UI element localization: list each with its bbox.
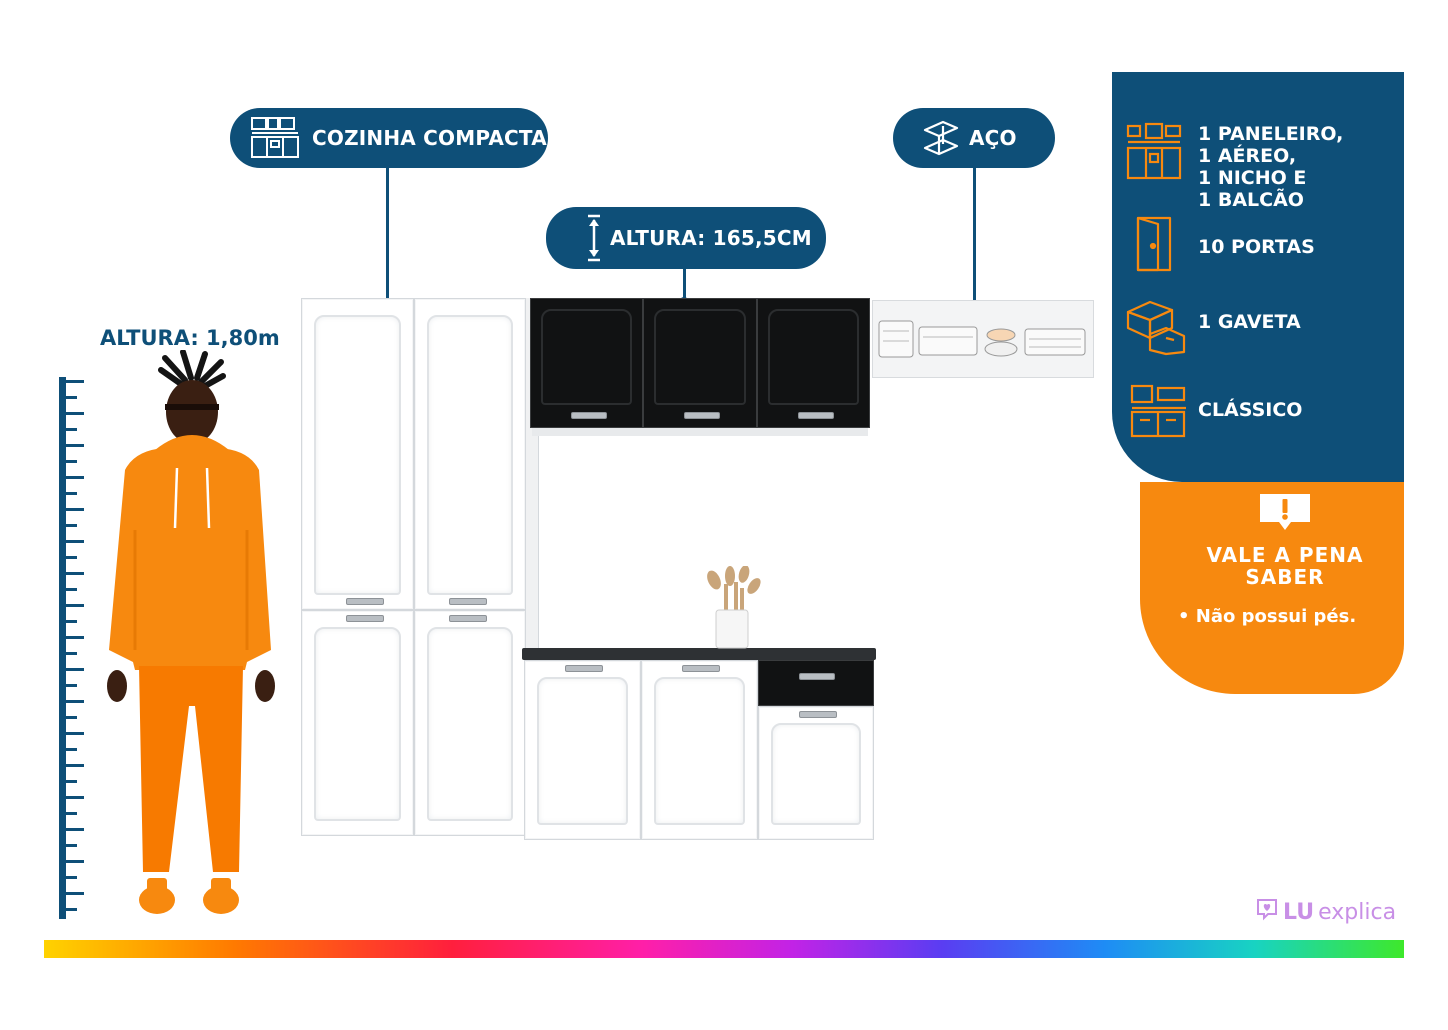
storage-jars xyxy=(878,320,1086,358)
base-cabinet-door-2 xyxy=(641,660,758,840)
ruler-tick xyxy=(66,732,84,735)
ruler-tick xyxy=(66,844,77,847)
person-height-label: ALTURA: 1,80m xyxy=(100,326,280,350)
feature-doors: 10 PORTAS xyxy=(1198,236,1315,258)
tip-text: • Não possui pés. xyxy=(1178,606,1357,627)
ruler-tick xyxy=(66,412,84,415)
ruler-tick xyxy=(66,444,84,447)
ruler-tick xyxy=(66,780,77,783)
pantry-door-bottom-left xyxy=(301,610,414,836)
steel-beam-icon xyxy=(921,118,961,158)
brand-logo: LU explica xyxy=(1255,897,1396,927)
brand-prefix: LU xyxy=(1283,899,1315,925)
ruler-tick xyxy=(66,588,77,591)
classic-style-icon xyxy=(1130,384,1186,438)
height-arrow-icon xyxy=(586,214,602,262)
kitchen-modules-icon xyxy=(1126,122,1182,180)
kitchen-modules-icon xyxy=(250,115,300,161)
ruler-tick xyxy=(66,460,77,463)
ruler-tick xyxy=(66,748,77,751)
ruler-tick xyxy=(66,668,84,671)
ruler-tick xyxy=(66,764,84,767)
tip-title: VALE A PENA SABER xyxy=(1206,543,1364,589)
ruler-tick xyxy=(66,812,77,815)
ruler-tick xyxy=(66,796,84,799)
kitchen-type-leader xyxy=(386,168,389,308)
ruler-tick xyxy=(66,908,77,911)
kitchen-type-callout: COZINHA COMPACTA xyxy=(230,108,548,168)
door-icon xyxy=(1136,216,1172,272)
wall-cabinet-door-1 xyxy=(530,298,643,428)
ruler-tick xyxy=(66,604,84,607)
warning-icon xyxy=(1260,494,1310,530)
ruler-tick xyxy=(66,860,84,863)
base-cabinet-door-3 xyxy=(758,706,874,840)
measuring-ruler xyxy=(59,377,66,919)
feature-style: CLÁSSICO xyxy=(1198,399,1303,421)
wall-cabinet-door-2 xyxy=(643,298,757,428)
rainbow-stripe xyxy=(44,940,1404,958)
height-callout: ALTURA: 165,5CM xyxy=(546,207,826,269)
ruler-tick xyxy=(66,828,84,831)
base-cabinet-drawer xyxy=(758,660,874,706)
ruler-tick xyxy=(66,876,77,879)
material-label: AÇO xyxy=(969,126,1017,150)
ruler-tick xyxy=(66,684,77,687)
ruler-tick xyxy=(66,572,84,575)
ruler-tick xyxy=(66,620,77,623)
ruler-tick xyxy=(66,524,77,527)
ruler-tick xyxy=(66,428,77,431)
chat-heart-icon xyxy=(1255,897,1279,927)
person-illustration xyxy=(107,350,275,914)
ruler-tick xyxy=(66,700,84,703)
open-niche xyxy=(872,300,1094,378)
ruler-tick xyxy=(66,508,84,511)
height-leader xyxy=(683,268,686,300)
pantry-door-top-right xyxy=(414,298,526,610)
ruler-tick xyxy=(66,556,77,559)
ruler-tick xyxy=(66,652,77,655)
feature-drawer: 1 GAVETA xyxy=(1198,311,1301,333)
ruler-tick xyxy=(66,716,77,719)
wall-cabinet-bottom xyxy=(532,428,868,436)
feature-modules: 1 PANELEIRO, 1 AÉREO, 1 NICHO E 1 BALCÃO xyxy=(1198,123,1344,211)
ruler-tick xyxy=(66,380,84,383)
ruler-tick xyxy=(66,396,77,399)
pantry-door-bottom-right xyxy=(414,610,526,836)
utensil-holder xyxy=(707,566,761,649)
height-label: ALTURA: 165,5CM xyxy=(610,226,812,250)
pantry-door-top-left xyxy=(301,298,414,610)
ruler-tick xyxy=(66,540,84,543)
wall-cabinet-door-3 xyxy=(757,298,870,428)
brand-suffix: explica xyxy=(1318,899,1397,925)
ruler-tick xyxy=(66,476,84,479)
ruler-tick xyxy=(66,492,77,495)
kitchen-type-label: COZINHA COMPACTA xyxy=(312,126,547,150)
base-cabinet-door-1 xyxy=(524,660,641,840)
countertop xyxy=(522,648,876,660)
drawer-icon xyxy=(1126,300,1186,356)
ruler-tick xyxy=(66,636,84,639)
material-leader xyxy=(973,168,976,310)
ruler-tick xyxy=(66,892,84,895)
features-panel xyxy=(1112,72,1404,482)
material-callout: AÇO xyxy=(893,108,1055,168)
